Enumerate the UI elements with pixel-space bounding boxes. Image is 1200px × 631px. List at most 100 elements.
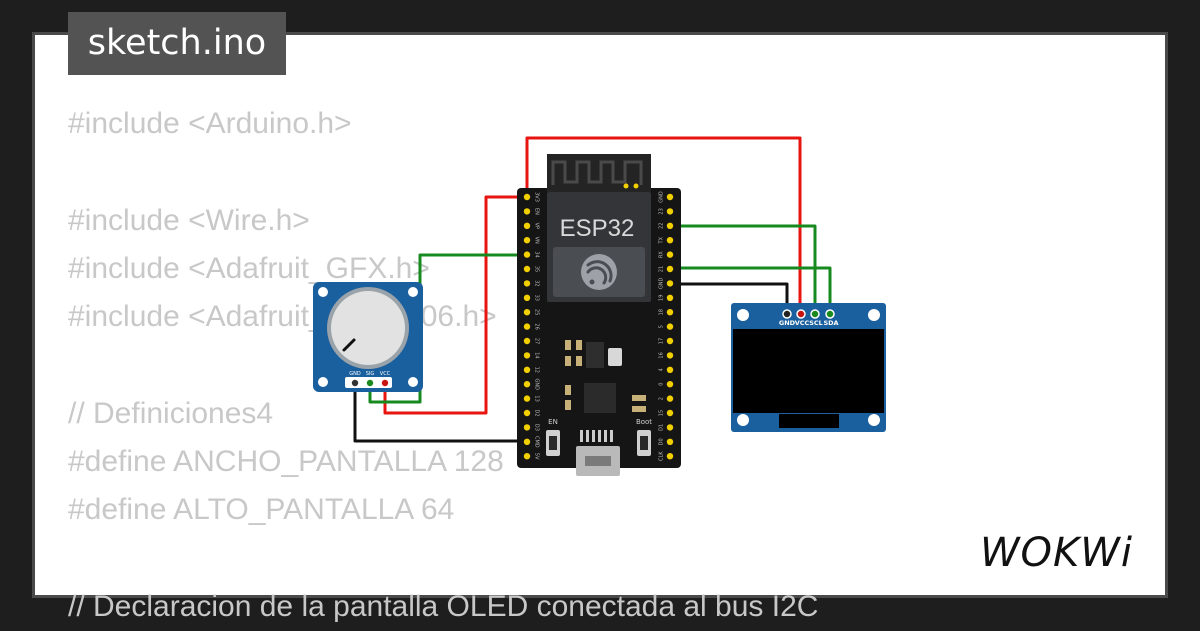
esp32-pin-label: 21 xyxy=(659,266,665,272)
esp32-pin-label: D3 xyxy=(534,424,540,431)
esp32-pin-label: 17 xyxy=(659,338,665,344)
esp32-pin-35[interactable] xyxy=(523,265,531,273)
mounting-hole xyxy=(408,377,418,387)
esp32-pin-label: 32 xyxy=(534,280,540,286)
boot-button-label: Boot xyxy=(636,418,652,426)
esp32-pin-label: EN xyxy=(534,208,540,215)
esp32-pin-3v3[interactable] xyxy=(523,193,531,201)
esp32-pin-18[interactable] xyxy=(666,309,674,316)
code-line: #include <Adafruit_GFX.h> xyxy=(68,251,430,285)
esp32-pin-17[interactable] xyxy=(666,337,674,345)
esp32-pin-21[interactable] xyxy=(666,265,674,273)
wokwi-logo-text: WOKWi xyxy=(980,530,1133,576)
wire-green-21-to-oled-sda[interactable] xyxy=(670,266,832,314)
esp32-pin-label: 18 xyxy=(659,309,665,315)
esp32-pin-label: GND xyxy=(534,378,540,390)
esp32-pin-gnd[interactable] xyxy=(523,381,531,388)
esp32-pin-15[interactable] xyxy=(666,409,674,417)
esp32-pin-rx[interactable] xyxy=(666,251,674,258)
esp32-pin-13[interactable] xyxy=(523,395,531,402)
wires xyxy=(353,136,832,443)
esp32-pin-5[interactable] xyxy=(666,323,674,330)
esp32-label: ESP32 xyxy=(560,215,635,242)
esp32-pin-d2[interactable] xyxy=(523,409,531,417)
boot-button-cap xyxy=(640,436,648,450)
esp32-pin-16[interactable] xyxy=(666,352,674,359)
code-line: // Definiciones4 xyxy=(68,396,274,430)
pot-pin-label-vcc: VCC xyxy=(380,371,391,377)
esp32-pin-vn[interactable] xyxy=(523,237,531,244)
smd-component xyxy=(576,356,582,366)
file-name-tab[interactable]: sketch.ino xyxy=(68,12,286,75)
mounting-hole xyxy=(868,414,880,426)
oled-pin-label-vcc: VCC xyxy=(795,319,810,327)
esp32-pin-27[interactable] xyxy=(523,337,531,345)
smd-component xyxy=(632,395,646,401)
esp32-pin-label: D1 xyxy=(659,424,665,431)
espressif-logo-icon xyxy=(581,254,617,290)
esp32-pin-vp[interactable] xyxy=(523,222,531,229)
esp32-pin-d1[interactable] xyxy=(666,424,674,431)
wire-green-34-to-pot-sig[interactable] xyxy=(368,253,527,404)
esp32-pin-tx[interactable] xyxy=(666,237,674,244)
esp32-pin-cmd[interactable] xyxy=(523,438,531,445)
usb-header-pins xyxy=(580,430,613,442)
oled-ribbon xyxy=(779,414,839,428)
pot-pin-sig[interactable] xyxy=(366,379,374,387)
code-line: #define ANCHO_PANTALLA 128 xyxy=(68,445,504,479)
oled-pin-vcc[interactable] xyxy=(796,309,806,319)
antenna-pad xyxy=(633,183,639,189)
pot-pin-gnd[interactable] xyxy=(351,379,359,387)
esp32-pin-2[interactable] xyxy=(666,395,674,402)
esp32-pin-23[interactable] xyxy=(666,208,674,215)
mounting-hole xyxy=(737,414,749,426)
esp32-pin-label: 33 xyxy=(534,295,540,301)
esp32-pin-12[interactable] xyxy=(523,366,531,373)
esp32-pin-34[interactable] xyxy=(523,251,531,258)
oled-pin-sda[interactable] xyxy=(825,309,835,319)
esp32-pin-33[interactable] xyxy=(523,294,531,301)
esp32-board[interactable]: ESP32 EN Boot 3V xyxy=(517,154,681,476)
potentiometer-knob[interactable] xyxy=(331,291,405,365)
esp32-pin-14[interactable] xyxy=(523,352,531,359)
pot-pin-vcc[interactable] xyxy=(381,379,389,387)
usb-port-inner xyxy=(585,456,611,466)
oled-pin-scl[interactable] xyxy=(810,309,820,319)
wire-green-22-to-oled-scl[interactable] xyxy=(670,224,817,314)
esp32-pin-32[interactable] xyxy=(523,280,531,287)
esp32-pin-en[interactable] xyxy=(523,208,531,215)
antenna-trace xyxy=(551,160,643,185)
smd-component xyxy=(565,356,571,366)
smd-component xyxy=(565,385,571,395)
esp32-pin-4[interactable] xyxy=(666,366,674,373)
esp32-pin-gnd[interactable] xyxy=(666,280,674,287)
esp32-pin-label: 14 xyxy=(534,352,540,358)
wire-black-cmd-to-pot-gnd[interactable] xyxy=(353,383,527,443)
esp32-pin-gnd[interactable] xyxy=(666,193,674,201)
esp32-pin-clk[interactable] xyxy=(666,453,674,460)
potentiometer[interactable]: GND SIG VCC xyxy=(313,282,423,392)
esp32-pin-label: TX xyxy=(659,236,665,244)
led-indicator xyxy=(608,348,622,366)
mounting-hole xyxy=(318,287,328,297)
esp32-pin-25[interactable] xyxy=(523,309,531,316)
mounting-hole xyxy=(737,309,749,321)
esp32-pin-5v[interactable] xyxy=(523,453,531,460)
esp32-pin-26[interactable] xyxy=(523,323,531,330)
en-button-cap xyxy=(549,436,557,450)
esp32-pin-0[interactable] xyxy=(666,381,674,388)
esp32-pin-22[interactable] xyxy=(666,222,674,229)
oled-display[interactable]: GND VCC SCL SDA xyxy=(731,303,886,432)
esp32-pin-label: CMD xyxy=(534,436,540,448)
knob-indicator xyxy=(342,338,356,352)
esp32-pin-label: 5 xyxy=(659,325,665,328)
esp32-pin-19[interactable] xyxy=(666,294,674,301)
esp32-pin-d0[interactable] xyxy=(666,438,674,445)
esp32-pin-d3[interactable] xyxy=(523,424,531,431)
code-line: #include <Arduino.h> xyxy=(68,107,352,140)
oled-pin-gnd[interactable] xyxy=(782,309,792,319)
pot-pin-label-sig: SIG xyxy=(366,371,375,377)
esp32-pin-label: 5V xyxy=(534,453,540,460)
esp32-pin-label: D0 xyxy=(659,438,665,445)
